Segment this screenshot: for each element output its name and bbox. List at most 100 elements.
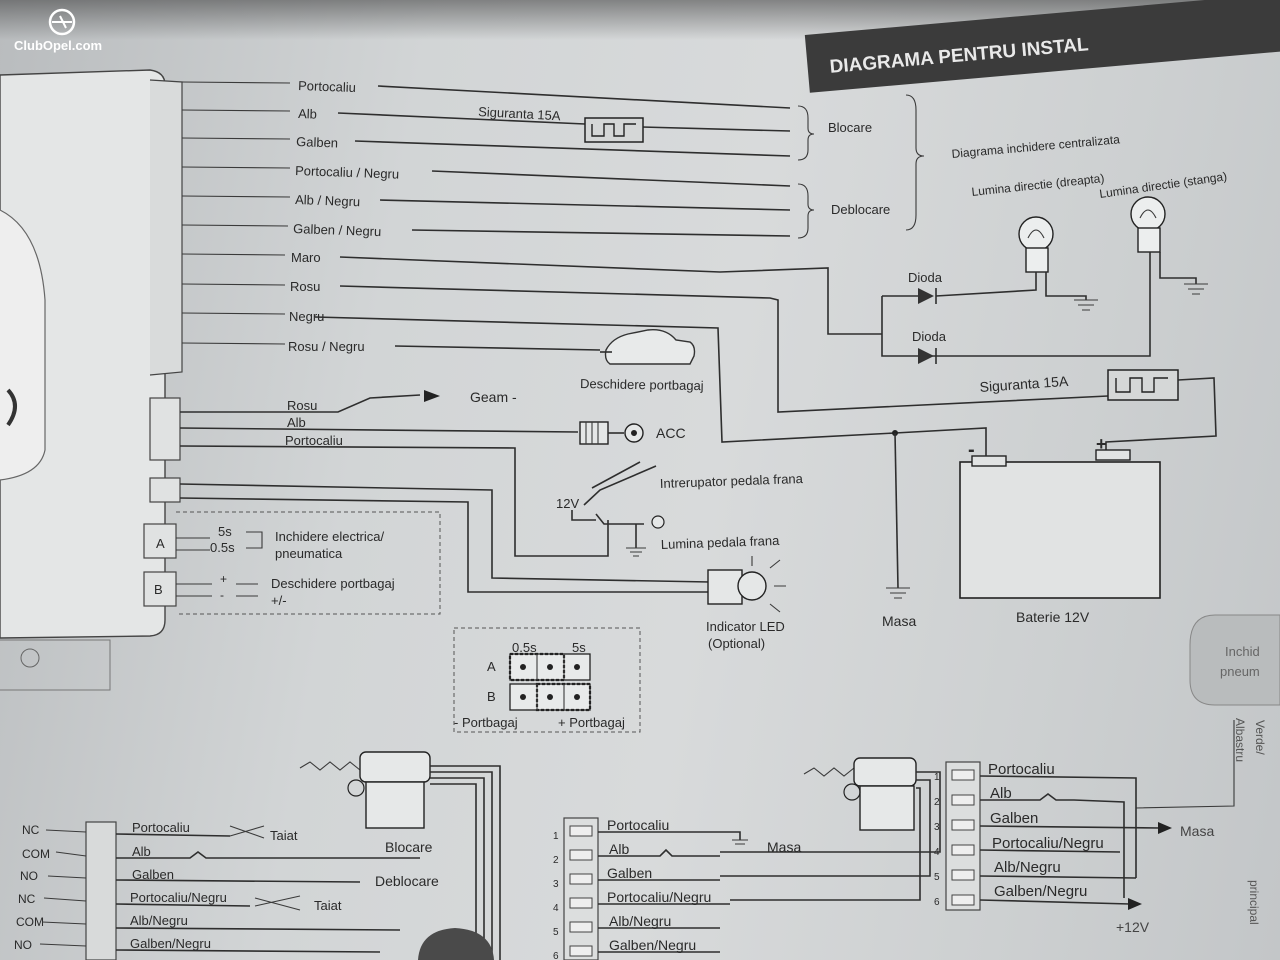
- led-label: Indicator LED: [706, 619, 785, 634]
- grid-a: A: [487, 659, 496, 674]
- clubopel-logo: ClubOpel.com: [14, 8, 102, 53]
- grid-b: B: [487, 689, 496, 704]
- fuse-battery: Siguranta 15A: [979, 369, 1217, 452]
- bm-wire: Galben/Negru: [609, 937, 696, 953]
- bl-wire: Portocaliu: [132, 820, 190, 835]
- bm-wire: Portocaliu/Negru: [607, 889, 711, 905]
- pin-number: 4: [934, 847, 940, 858]
- bottom-right-diagram: 1 2 3 4 5 6 Portocaliu Alb Galben Portoc…: [934, 761, 1214, 935]
- conn-portocaliu-label: Portocaliu: [285, 433, 343, 448]
- wire-label: Galben / Negru: [293, 221, 382, 239]
- bm-masa: Masa: [767, 839, 801, 855]
- scissors-icon: [229, 825, 265, 839]
- ground-masa: Masa: [882, 430, 916, 629]
- relay-label: NO: [14, 938, 32, 952]
- jumper-settings: A B 5s 0.5s Inchidere electrica/ pneumat…: [154, 511, 441, 615]
- relay-label: NO: [20, 869, 38, 883]
- br-wire: Galben/Negru: [994, 883, 1087, 900]
- bl-blocare: Blocare: [385, 839, 433, 855]
- edge-albastru: Albastru: [1233, 718, 1247, 762]
- jumper-5s: 5s: [218, 524, 232, 539]
- brake-light-label: Lumina pedala frana: [661, 533, 781, 552]
- br-12v: +12V: [1116, 919, 1150, 935]
- pin-number: 6: [934, 897, 940, 908]
- trunk-open-label: Deschidere portbagaj: [580, 376, 704, 393]
- jumper-a-desc: Inchidere electrica/: [275, 529, 384, 544]
- pin-number: 1: [553, 831, 559, 842]
- relay-label: COM: [16, 915, 44, 929]
- scissors-icon: [254, 895, 301, 911]
- control-module: [0, 69, 183, 691]
- bl-wire: Galben/Negru: [130, 936, 211, 951]
- wire-label: Rosu: [290, 279, 320, 294]
- geam-label: Geam -: [470, 389, 517, 405]
- bl-wire: Alb: [132, 844, 151, 859]
- wire-label: Alb / Negru: [295, 192, 361, 209]
- bottom-left-diagram: NC COM NO NC COM NO Portocaliu Alb Galbe…: [14, 751, 501, 960]
- br-masa: Masa: [1180, 823, 1214, 839]
- bl-deblocare: Deblocare: [375, 873, 439, 889]
- masa-label: Masa: [882, 613, 916, 629]
- pin-number: 1: [934, 772, 940, 783]
- plus-trunk: + Portbagaj: [558, 715, 625, 730]
- led-indicator: Indicator LED (Optional): [706, 556, 786, 651]
- battery-label: Baterie 12V: [1016, 609, 1090, 625]
- pin-number: 2: [553, 855, 559, 866]
- door-actuator-icon: [803, 757, 917, 831]
- relay-label: COM: [22, 847, 50, 861]
- logo-text: ClubOpel.com: [14, 38, 102, 53]
- jumper-plus: +: [220, 572, 227, 586]
- turn-signal-bulbs: Lumina directie (dreapta) Lumina directi…: [971, 169, 1228, 311]
- cut-label: Taiat: [314, 898, 342, 913]
- br-wire: Alb/Negru: [994, 859, 1061, 876]
- ground-icon: [886, 587, 910, 599]
- bm-wire: Portocaliu: [607, 817, 669, 833]
- pin-number: 6: [553, 951, 559, 960]
- br-wire: Portocaliu: [988, 761, 1055, 778]
- side-tab-1: Inchid: [1225, 644, 1260, 659]
- br-wire: Galben: [990, 810, 1038, 827]
- minus-terminal: -: [968, 439, 975, 461]
- turn-right-label: Lumina directie (dreapta): [971, 171, 1105, 199]
- relay-label: NC: [22, 823, 40, 837]
- bm-wire: Alb/Negru: [609, 913, 671, 929]
- lower-connector: Rosu Alb Portocaliu Geam -: [179, 389, 711, 593]
- bm-wire: Galben: [607, 865, 652, 881]
- ground-icon: [1074, 299, 1098, 311]
- brake-switch: 12V Intrerupator pedala frana Lumina ped…: [556, 461, 804, 557]
- diodes: Dioda Dioda: [881, 252, 1151, 364]
- conn-rosu-label: Rosu: [287, 398, 317, 413]
- wire-runs: [314, 85, 1109, 443]
- pin-number: 2: [934, 797, 940, 808]
- v12-label: 12V: [556, 496, 579, 511]
- bulb-icon: [1018, 216, 1054, 273]
- pin-number: 3: [553, 879, 559, 890]
- ground-icon: [1184, 283, 1208, 295]
- jumper-minus: -: [220, 588, 224, 602]
- grid-05s: 0.5s: [512, 640, 537, 655]
- acc-label: ACC: [656, 425, 686, 441]
- acc-key-icon: ACC: [579, 421, 686, 445]
- edge-principal: principal: [1247, 880, 1261, 925]
- jumper-a-desc2: pneumatica: [275, 546, 343, 561]
- jumper-a-label: A: [156, 536, 165, 551]
- fuse-label: Siguranta 15A: [979, 373, 1069, 395]
- grid-5s: 5s: [572, 640, 586, 655]
- fuse-top: Siguranta 15A: [478, 104, 644, 143]
- jumper-b-desc: Deschidere portbagaj: [271, 576, 395, 591]
- diode-label: Dioda: [912, 329, 947, 344]
- jumper-05s: 0.5s: [210, 540, 235, 555]
- ground-icon: [732, 839, 748, 845]
- jumper-grid: 0.5s 5s A B - Portbagaj + Portbagaj: [453, 627, 641, 733]
- wire-label: Alb: [298, 106, 317, 122]
- pin-number: 4: [553, 903, 559, 914]
- ground-icon: [626, 547, 646, 557]
- plus-terminal: +: [1096, 434, 1107, 454]
- blocare-label: Blocare: [828, 120, 872, 135]
- bottom-mid-diagram: 1 2 3 4 5 6 Portocaliu Alb Galben Portoc…: [553, 757, 941, 960]
- car-trunk-icon: Deschidere portbagaj: [580, 329, 704, 393]
- brake-switch-label: Intrerupator pedala frana: [660, 471, 804, 491]
- wire-label: Portocaliu / Negru: [295, 163, 400, 182]
